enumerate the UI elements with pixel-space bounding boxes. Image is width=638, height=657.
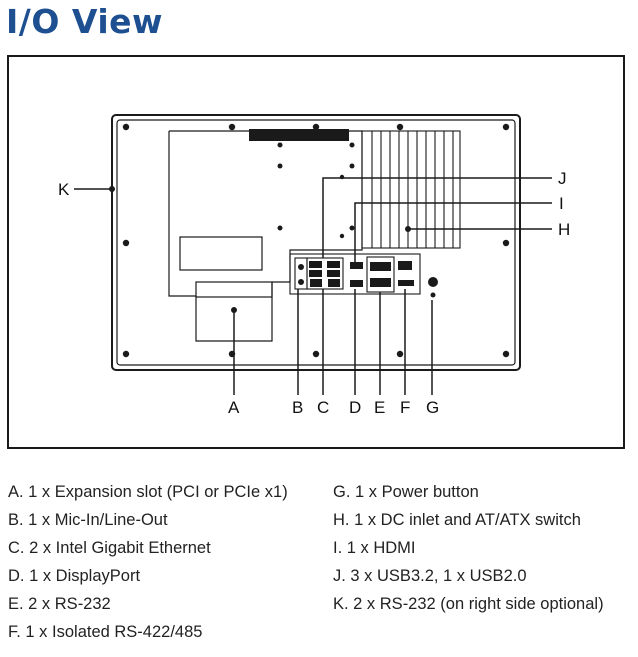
legend-item-h: H. 1 x DC inlet and AT/ATX switch (333, 511, 581, 529)
legend-item-a: A. 1 x Expansion slot (PCI or PCIe x1) (8, 483, 288, 501)
legend-item-k: K. 2 x RS-232 (on right side optional) (333, 595, 604, 613)
callout-i: I (559, 194, 564, 213)
callout-a: A (228, 398, 240, 417)
chassis (111, 114, 521, 371)
legend-item-d: D. 1 x DisplayPort (8, 567, 141, 585)
legend-item-f: F. 1 x Isolated RS-422/485 (8, 623, 203, 641)
callout-k: K (58, 180, 70, 199)
mounting-holes (122, 123, 510, 358)
page-title: I/O View (6, 2, 164, 41)
heatsink (361, 130, 461, 249)
legend-item-i: I. 1 x HDMI (333, 539, 416, 557)
callout-b: B (292, 398, 303, 417)
callout-f: F (400, 398, 410, 417)
callout-h: H (558, 220, 570, 239)
legend-item-c: C. 2 x Intel Gigabit Ethernet (8, 539, 211, 557)
legend-right: G. 1 x Power button H. 1 x DC inlet and … (333, 478, 604, 618)
callout-c: C (317, 398, 329, 417)
leader-lines (74, 177, 552, 395)
main-board (168, 130, 363, 342)
callout-j: J (558, 169, 567, 188)
top-connector-bar (249, 129, 349, 141)
legend-item-e: E. 2 x RS-232 (8, 595, 111, 613)
diagram-frame (7, 55, 625, 449)
io-ports (298, 261, 438, 298)
legend-item-b: B. 1 x Mic-In/Line-Out (8, 511, 168, 529)
callout-e: E (374, 398, 385, 417)
leader-dots (109, 186, 411, 313)
callout-d: D (349, 398, 361, 417)
legend-item-j: J. 3 x USB3.2, 1 x USB2.0 (333, 567, 527, 585)
legend-item-g: G. 1 x Power button (333, 483, 479, 501)
callout-g: G (426, 398, 439, 417)
legend-left: A. 1 x Expansion slot (PCI or PCIe x1) B… (8, 478, 288, 646)
